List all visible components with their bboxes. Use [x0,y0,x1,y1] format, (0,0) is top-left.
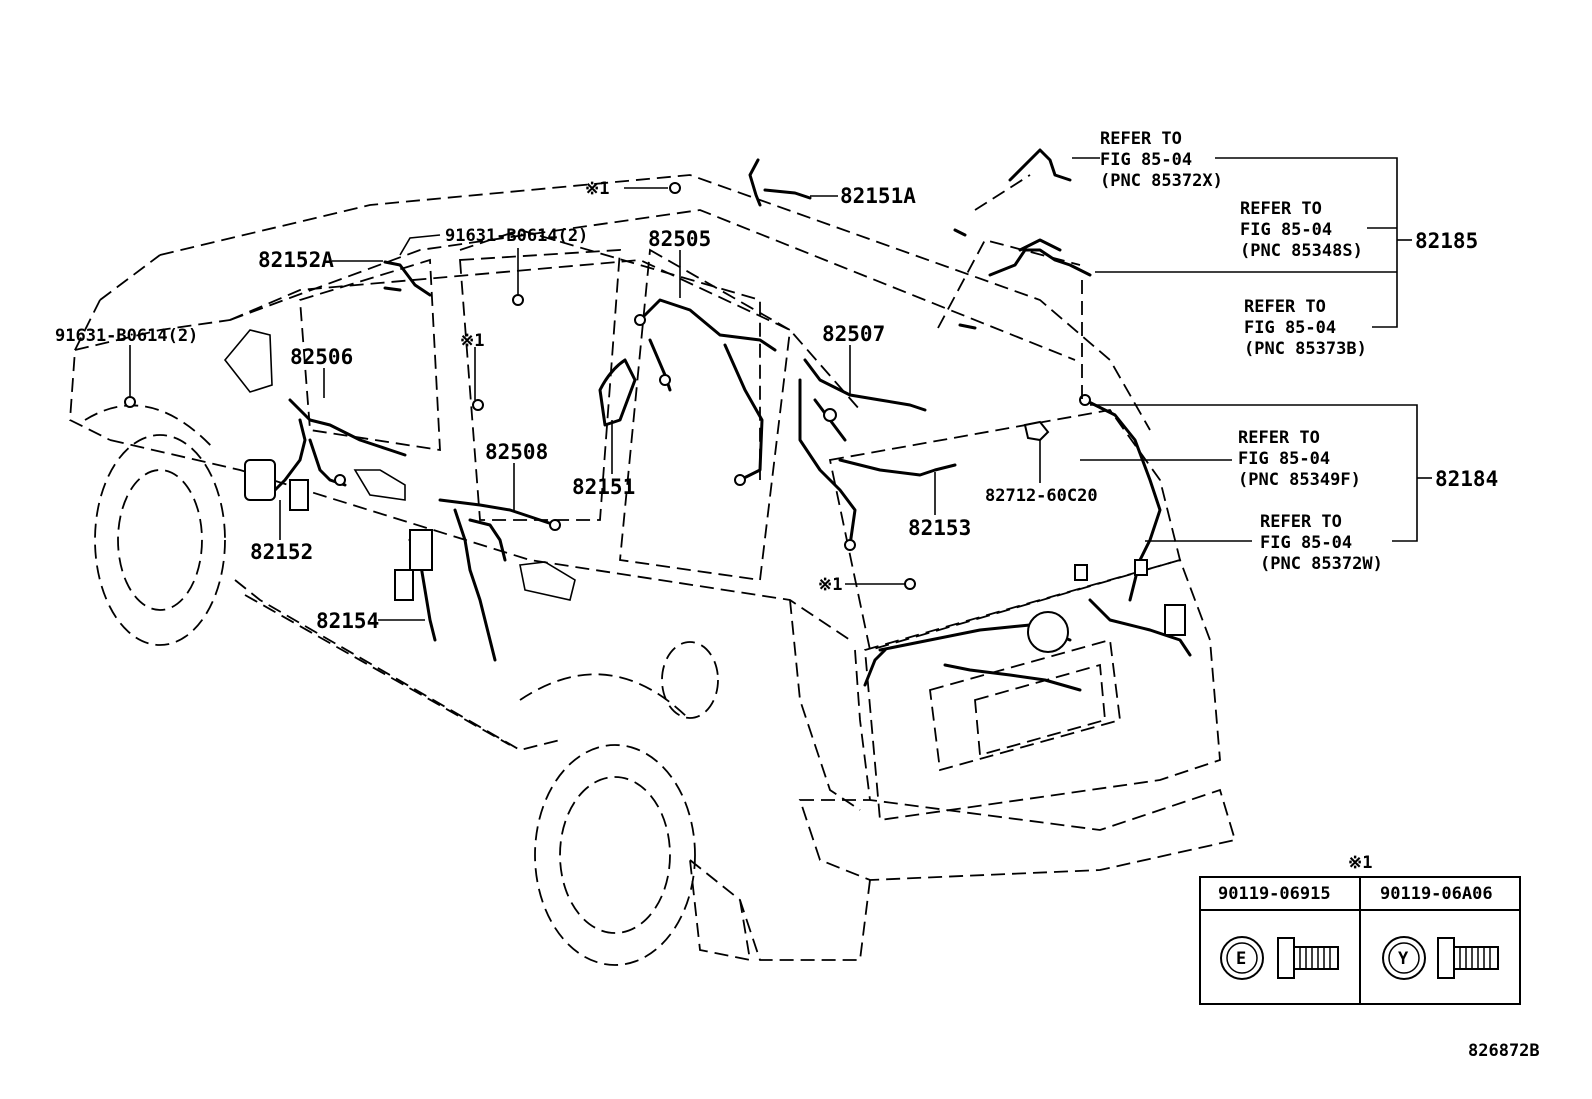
svg-text:E: E [1236,949,1246,969]
label-82185: 82185 [1415,229,1478,253]
refer-note-2: REFER TO FIG 85-04 (PNC 85348S) [1240,199,1363,261]
svg-text:REFER TO: REFER TO [1238,428,1320,448]
svg-text:(PNC 85373B): (PNC 85373B) [1244,339,1367,359]
side-mirror [223,329,273,393]
svg-text:FIG 85-04: FIG 85-04 [1244,318,1336,338]
bolt-e-icon: E [1220,936,1339,980]
illustration-id: 826872B [1468,1041,1540,1061]
svg-text:FIG 85-04: FIG 85-04 [1260,533,1352,553]
bolt-table: ※1 90119-06915 90119-06A06 E Y [1199,853,1521,1005]
mark-1-pillar: ※1 [460,331,484,351]
harness-group [244,148,1192,692]
svg-text:Y: Y [1398,949,1409,969]
svg-text:(PNC 85372W): (PNC 85372W) [1260,554,1383,574]
svg-text:REFER TO: REFER TO [1240,199,1322,219]
refer-note-3: REFER TO FIG 85-04 (PNC 85373B) [1244,297,1367,359]
leader-lines [129,157,1432,621]
label-82152A: 82152A [258,248,334,272]
label-82505: 82505 [648,227,711,251]
svg-text:(PNC 85348S): (PNC 85348S) [1240,241,1363,261]
label-82151A: 82151A [840,184,916,208]
label-91631-top: 91631-B0614(2) [445,226,588,246]
svg-text:FIG 85-04: FIG 85-04 [1240,220,1332,240]
svg-text:(PNC 85372X): (PNC 85372X) [1100,171,1223,191]
mark-1-rear: ※1 [818,575,842,595]
bolt-table-col2: 90119-06A06 [1380,884,1493,904]
label-82154: 82154 [316,609,379,633]
refer-note-1: REFER TO FIG 85-04 (PNC 85372X) [1100,129,1223,191]
bolt-icons [124,182,916,590]
svg-text:FIG 85-04: FIG 85-04 [1100,150,1192,170]
mark-1-roof: ※1 [585,179,609,199]
refer-note-4: REFER TO FIG 85-04 (PNC 85349F) [1238,428,1361,490]
svg-text:REFER TO: REFER TO [1244,297,1326,317]
label-82508: 82508 [485,440,548,464]
svg-text:(PNC 85349F): (PNC 85349F) [1238,470,1361,490]
label-82712: 82712-60C20 [985,486,1098,506]
part-labels: 82151A 82152A 91631-B0614(2) 91631-B0614… [55,179,1498,633]
bolt-table-note: ※1 [1348,853,1372,873]
refer-note-5: REFER TO FIG 85-04 (PNC 85372W) [1260,512,1383,574]
svg-text:FIG 85-04: FIG 85-04 [1238,449,1330,469]
label-82151: 82151 [572,475,635,499]
label-91631-left: 91631-B0614(2) [55,326,198,346]
bolt-table-col1: 90119-06915 [1218,884,1331,904]
label-82507: 82507 [822,322,885,346]
label-82184: 82184 [1435,467,1498,491]
vehicle-outline [69,174,1237,966]
svg-text:REFER TO: REFER TO [1260,512,1342,532]
label-82153: 82153 [908,516,971,540]
bolt-y-icon: Y [1382,936,1499,980]
label-82506: 82506 [290,345,353,369]
svg-text:REFER TO: REFER TO [1100,129,1182,149]
label-82152: 82152 [250,540,313,564]
